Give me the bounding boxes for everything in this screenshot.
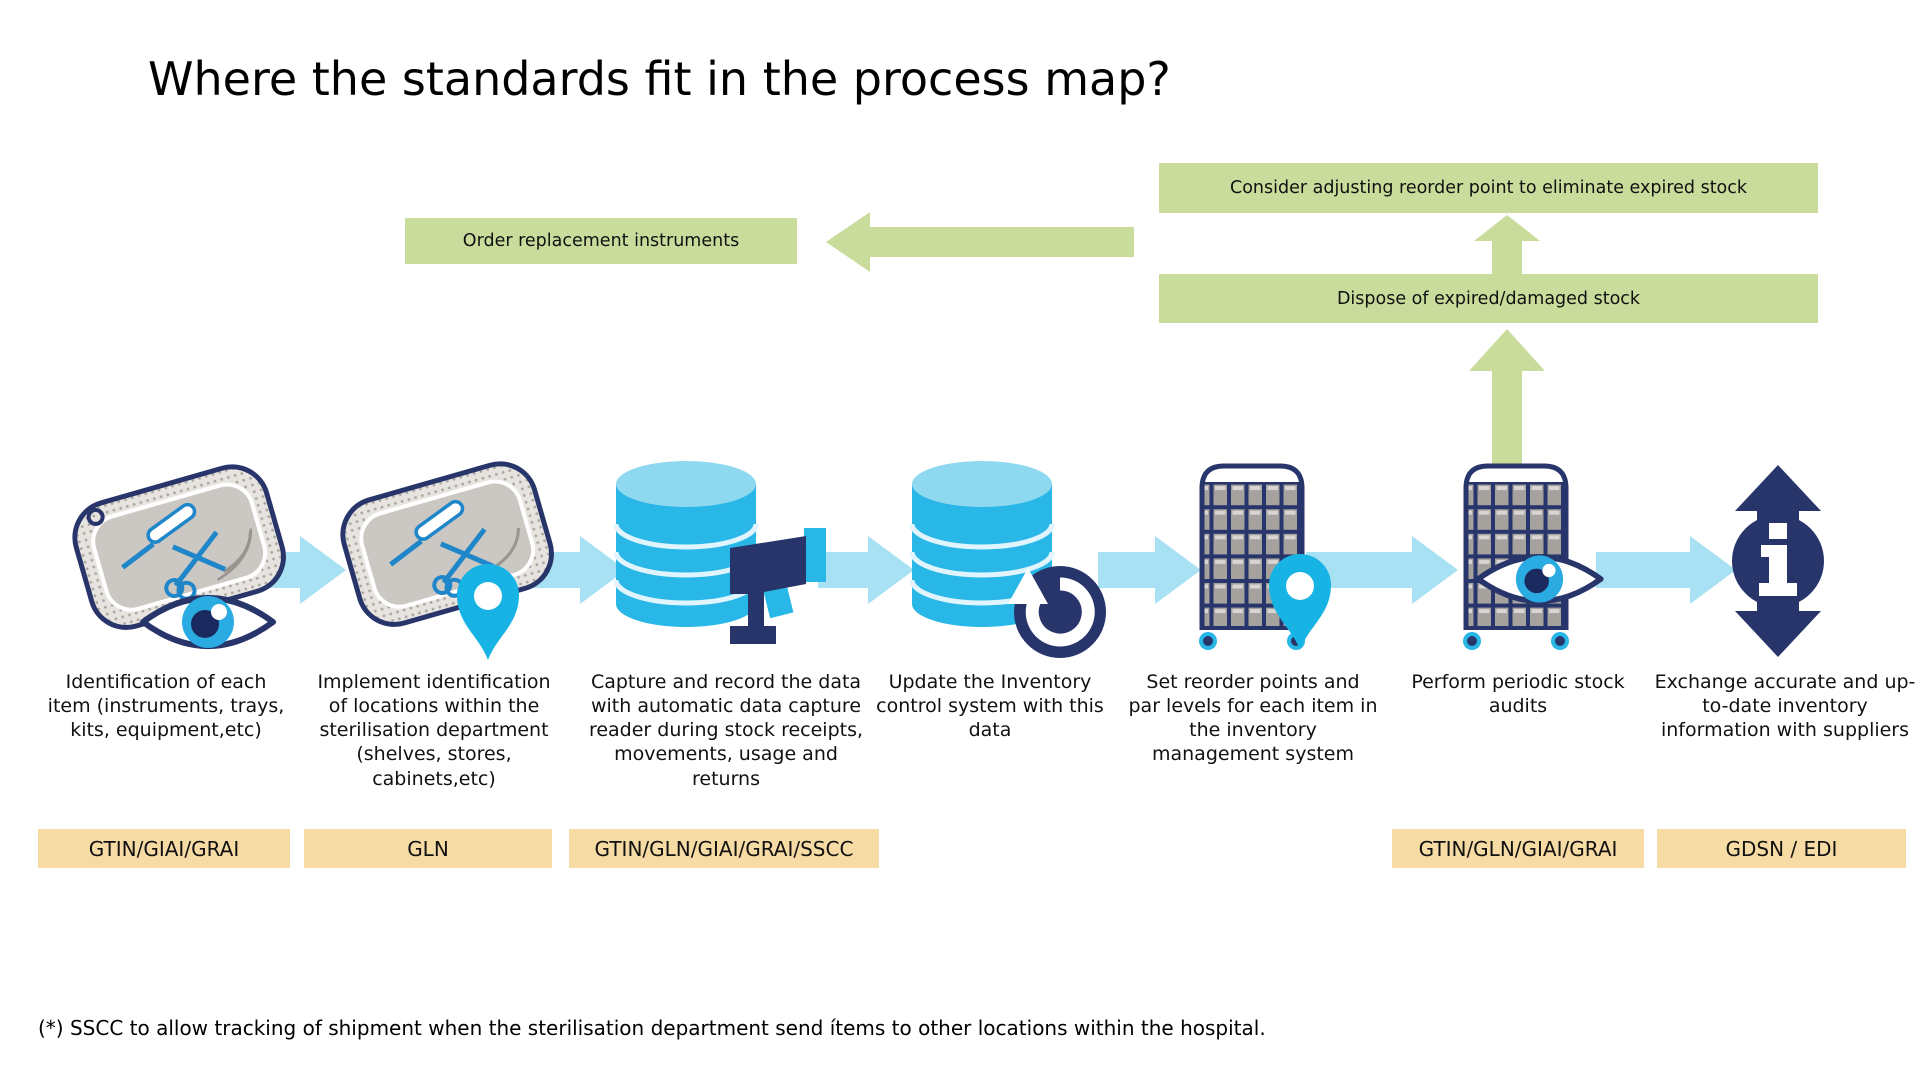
dispose-stock-box: Dispose of expired/damaged stock [1159, 274, 1818, 323]
step-caption-5: Set reorder points and par levels for ea… [1128, 671, 1378, 766]
green-up-arrow2-shaft [1492, 369, 1522, 478]
step-caption-2: Implement identification of locations wi… [317, 671, 551, 790]
location-pin-icon [1269, 554, 1331, 650]
green-up-arrow-shaft [1492, 239, 1522, 274]
green-left-arrow-shaft [868, 227, 1134, 257]
sscc-footnote: (*) SSCC to allow tracking of shipment w… [38, 1016, 1266, 1040]
refresh-icon [1008, 566, 1106, 658]
standard-label-1: GTIN/GIAI/GRAI [38, 829, 290, 868]
flow-arrow-4 [1098, 552, 1155, 588]
green-up-arrow-icon [1474, 215, 1540, 241]
standard-label-2: GLN [304, 829, 552, 868]
page-title: Where the standards fit in the process m… [148, 52, 1171, 106]
step-caption-4: Update the Inventory control system with… [876, 671, 1104, 742]
eye-icon [1475, 554, 1604, 604]
location-pin-icon [457, 564, 519, 660]
tray-eye-icon [72, 464, 286, 630]
flow-arrow-4-head [1155, 536, 1201, 604]
flow-arrow-3 [818, 552, 868, 588]
step-caption-7: Exchange accurate and up-to-date invento… [1654, 671, 1916, 742]
eye-icon [140, 595, 276, 649]
flow-arrow-5-head [1412, 536, 1458, 604]
green-up-arrow2-icon [1469, 329, 1545, 371]
flow-arrow-6-head [1690, 536, 1736, 604]
info-exchange-icon [1732, 465, 1824, 657]
tray-pin-icon [340, 461, 554, 627]
database-refresh-icon [910, 461, 1106, 658]
step-caption-1: Identification of each item (instruments… [47, 671, 285, 742]
step-caption-6: Perform periodic stock audits [1411, 671, 1625, 718]
standard-label-6: GTIN/GLN/GIAI/GRAI [1392, 829, 1644, 868]
database-scanner-icon [614, 461, 826, 644]
standard-label-7: GDSN / EDI [1657, 829, 1906, 868]
flow-arrow-6 [1596, 552, 1690, 588]
flow-arrow-1-head [300, 536, 346, 604]
green-left-arrow-icon [826, 212, 870, 272]
order-replacement-box: Order replacement instruments [405, 218, 797, 264]
info-glyph [1759, 523, 1797, 596]
flow-arrow-3-head [868, 536, 914, 604]
step-caption-3: Capture and record the data with automat… [588, 671, 864, 790]
consider-reorder-box: Consider adjusting reorder point to elim… [1159, 163, 1818, 213]
standard-label-3: GTIN/GLN/GIAI/GRAI/SSCC [569, 829, 879, 868]
